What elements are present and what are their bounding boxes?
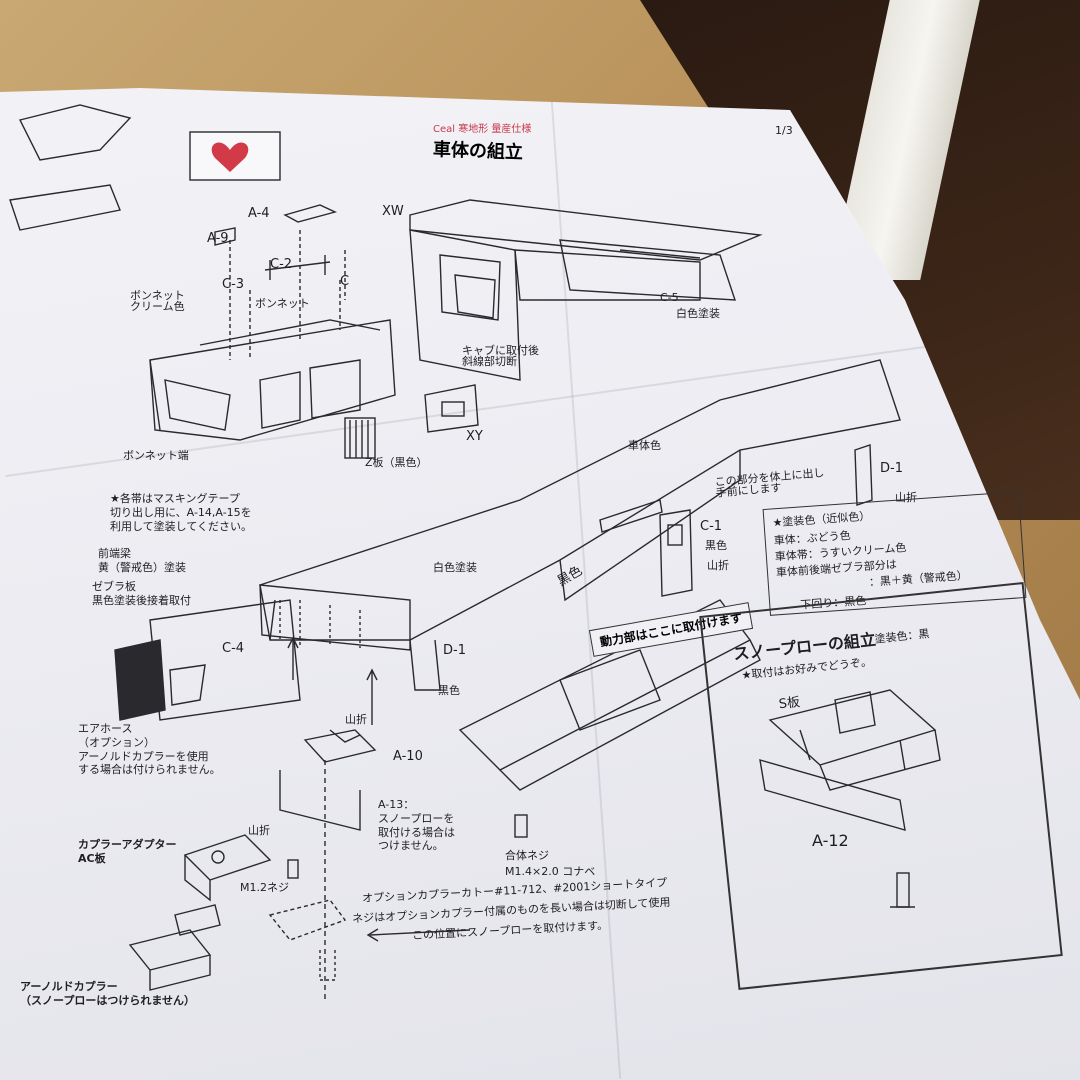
label-bonnet-end: ボンネット端 bbox=[123, 449, 189, 462]
paint-note-title: ★塗装色（近似色） bbox=[772, 509, 871, 530]
label-arnold-coupler: アーノルドカプラー （スノープローはつけられません） bbox=[20, 980, 196, 1008]
part-label-a4: A-4 bbox=[248, 206, 270, 221]
part-label-c: C bbox=[340, 274, 350, 289]
label-z-plate: Z板（黒色） bbox=[365, 456, 428, 469]
page-title: 車体の組立 bbox=[432, 139, 524, 164]
label-a13-note: A-13： スノープローを 取付ける場合は つけません。 bbox=[378, 798, 455, 853]
label-alloy-screw-spec: M1.4×2.0 コナベ bbox=[505, 865, 596, 878]
part-label-c2: C-2 bbox=[270, 257, 293, 272]
part-label-c1: C-1 bbox=[700, 519, 723, 534]
part-label-d1-front: D-1 bbox=[443, 643, 466, 658]
snowplow-box: スノープローの組立 塗装色：黒 ★取付はお好みでどうぞ。 S板 bbox=[699, 581, 1063, 991]
part-label-c3: C-3 bbox=[222, 277, 245, 292]
part-label-c4: C-4 bbox=[222, 641, 245, 656]
label-black-c1: 黒色 bbox=[705, 539, 727, 552]
part-label-xw: XW bbox=[382, 204, 404, 219]
title-block: Ceal 寒地形 量産仕様 車体の組立 bbox=[432, 120, 532, 164]
label-mountain-fold-ac: 山折 bbox=[248, 824, 270, 837]
label-front-beam: 前端梁 黄（警戒色）塗装 bbox=[98, 547, 186, 574]
label-air-hose: エアホース （オプション） アーノルドカプラーを使用 する場合は付けられません。 bbox=[78, 722, 221, 777]
label-alloy-screw: 合体ネジ bbox=[505, 849, 549, 862]
label-bonnet-cream: ボンネット クリーム色 bbox=[130, 289, 185, 313]
part-label-a10: A-10 bbox=[393, 749, 423, 764]
snowplow-paint: 塗装色：黒 bbox=[873, 627, 931, 646]
title-prefix: Ceal 寒地形 量産仕様 bbox=[433, 124, 532, 135]
part-label-xy: XY bbox=[466, 429, 483, 444]
label-zebra-plate: ゼブラ板 黒色塗装後接着取付 bbox=[92, 580, 191, 607]
part-label-d1-right: D-1 bbox=[880, 461, 903, 476]
label-mountain-fold-a10: 山折 bbox=[345, 713, 367, 726]
label-white-paint: 白色塗装 bbox=[676, 307, 720, 320]
part-label-a12: A-12 bbox=[812, 831, 849, 850]
part-label-c5: C-5 bbox=[660, 291, 679, 304]
label-m12-screw: M1.2ネジ bbox=[240, 881, 289, 894]
paint-note-line: ：黒＋黄（警戒色） bbox=[868, 568, 969, 589]
label-cab-cut: キャブに取付後 斜線部切断 bbox=[462, 344, 539, 368]
label-bonnet: ボンネット bbox=[255, 297, 310, 310]
paint-note-line: 車体：ぶどう色 bbox=[773, 529, 852, 548]
label-body-color: 車体色 bbox=[628, 439, 661, 452]
masking-note: ★各帯はマスキングテープ 切り出し用に、A-14,A-15を 利用して塗装してく… bbox=[110, 492, 253, 533]
label-mountain-fold-right: 山折 bbox=[895, 491, 917, 504]
part-label-a9: A-9 bbox=[207, 231, 229, 246]
snowplow-s-plate: S板 bbox=[778, 695, 801, 713]
page-number: 1/3 bbox=[775, 124, 793, 137]
label-black-d1: 黒色 bbox=[438, 684, 460, 697]
label-white-small: 白色塗装 bbox=[433, 561, 477, 574]
label-coupler-adapter: カプラーアダプター AC板 bbox=[78, 838, 177, 866]
label-mountain-fold-c1: 山折 bbox=[707, 559, 729, 572]
